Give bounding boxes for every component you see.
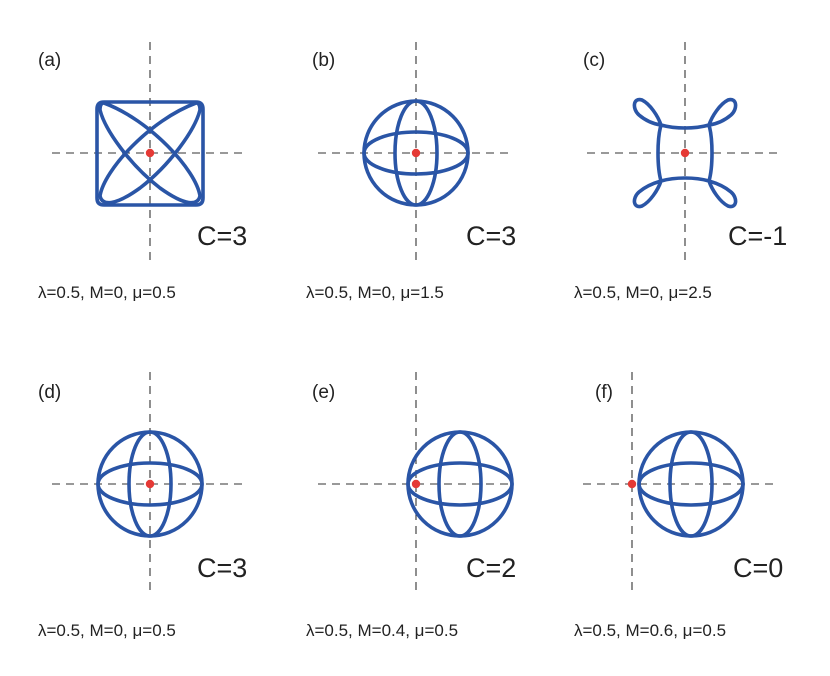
panel-d: (d) C=3 λ=0.5, M=0, μ=0.5 [38, 372, 248, 640]
panel-tag: (f) [595, 382, 613, 403]
panel-tag: (d) [38, 382, 61, 403]
c-label: C=3 [197, 221, 247, 251]
panel-c: (c) C=-1 λ=0.5, M=0, μ=2.5 [574, 42, 787, 302]
origin-dot [145, 479, 155, 489]
panel-a: (a) C=3 λ=0.5, M=0, μ=0.5 [38, 42, 248, 302]
curve [637, 430, 745, 538]
c-label: C=-1 [728, 221, 787, 251]
c-label: C=2 [466, 553, 516, 583]
panel-tag: (e) [312, 382, 335, 403]
panel-tag: (a) [38, 50, 61, 71]
curve [406, 430, 514, 538]
parameters-label: λ=0.5, M=0, μ=0.5 [38, 283, 176, 302]
panel-b: (b) C=3 λ=0.5, M=0, μ=1.5 [306, 42, 516, 302]
c-label: C=3 [197, 553, 247, 583]
origin-dot [627, 479, 637, 489]
curve [95, 100, 205, 207]
curve [362, 99, 470, 207]
origin-dot [145, 148, 155, 158]
panel-e: (e) C=2 λ=0.5, M=0.4, μ=0.5 [306, 372, 516, 640]
c-label: C=3 [466, 221, 516, 251]
curve [632, 97, 738, 209]
panel-tag: (b) [312, 50, 335, 71]
parameters-label: λ=0.5, M=0.6, μ=0.5 [574, 621, 726, 640]
origin-dot [411, 148, 421, 158]
parameters-label: λ=0.5, M=0, μ=1.5 [306, 283, 444, 302]
panel-f: (f) C=0 λ=0.5, M=0.6, μ=0.5 [574, 372, 783, 640]
c-label: C=0 [733, 553, 783, 583]
panel-tag: (c) [583, 50, 605, 71]
parameters-label: λ=0.5, M=0, μ=2.5 [574, 283, 712, 302]
parameters-label: λ=0.5, M=0.4, μ=0.5 [306, 621, 458, 640]
parameters-label: λ=0.5, M=0, μ=0.5 [38, 621, 176, 640]
curve [96, 430, 204, 538]
origin-dot [411, 479, 421, 489]
origin-dot [680, 148, 690, 158]
